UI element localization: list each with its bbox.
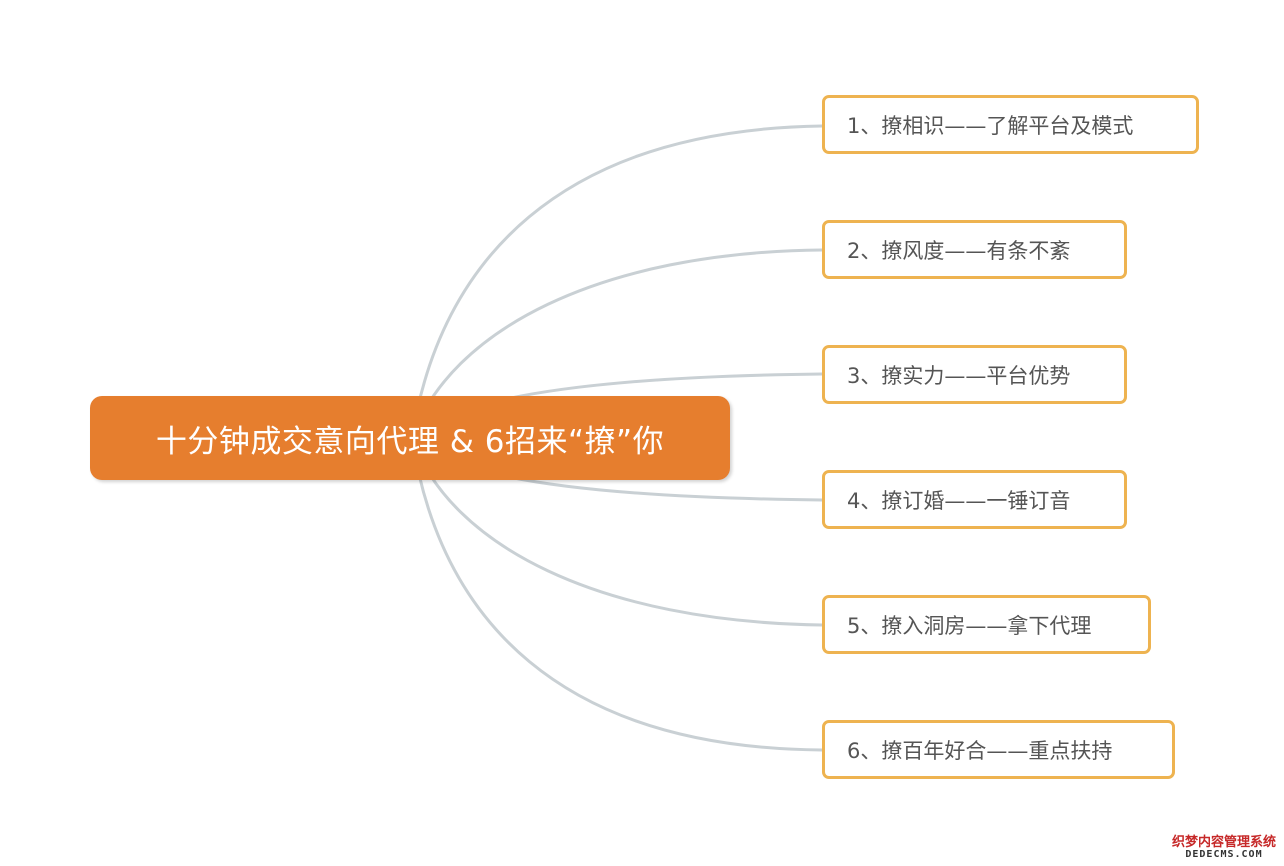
branch-label: 5、撩入洞房——拿下代理 — [847, 613, 1092, 638]
connector-1 — [410, 124, 824, 440]
branch-node-4[interactable]: 4、撩订婚——一锤订音 — [822, 470, 1127, 529]
branch-label: 1、撩相识——了解平台及模式 — [847, 113, 1134, 138]
root-topic[interactable]: 十分钟成交意向代理 & 6招来“撩”你 — [90, 396, 730, 480]
branch-label: 3、撩实力——平台优势 — [847, 363, 1071, 388]
branch-node-2[interactable]: 2、撩风度——有条不紊 — [822, 220, 1127, 279]
branch-label: 2、撩风度——有条不紊 — [847, 238, 1071, 263]
branch-node-1[interactable]: 1、撩相识——了解平台及模式 — [822, 95, 1199, 154]
watermark-line-1: 织梦内容管理系统 — [1171, 834, 1276, 850]
connector-6 — [410, 436, 824, 752]
watermark: 织梦内容管理系统 DEDECMS.COM — [1172, 836, 1276, 860]
branch-node-6[interactable]: 6、撩百年好合——重点扶持 — [822, 720, 1175, 779]
connector-2 — [410, 248, 824, 440]
branch-node-3[interactable]: 3、撩实力——平台优势 — [822, 345, 1127, 404]
watermark-line-2: DEDECMS.COM — [1185, 848, 1263, 860]
root-topic-label: 十分钟成交意向代理 & 6招来“撩”你 — [155, 423, 665, 460]
branch-label: 6、撩百年好合——重点扶持 — [847, 738, 1113, 763]
branch-label: 4、撩订婚——一锤订音 — [847, 488, 1071, 513]
connector-5 — [410, 436, 824, 627]
branch-node-5[interactable]: 5、撩入洞房——拿下代理 — [822, 595, 1151, 654]
